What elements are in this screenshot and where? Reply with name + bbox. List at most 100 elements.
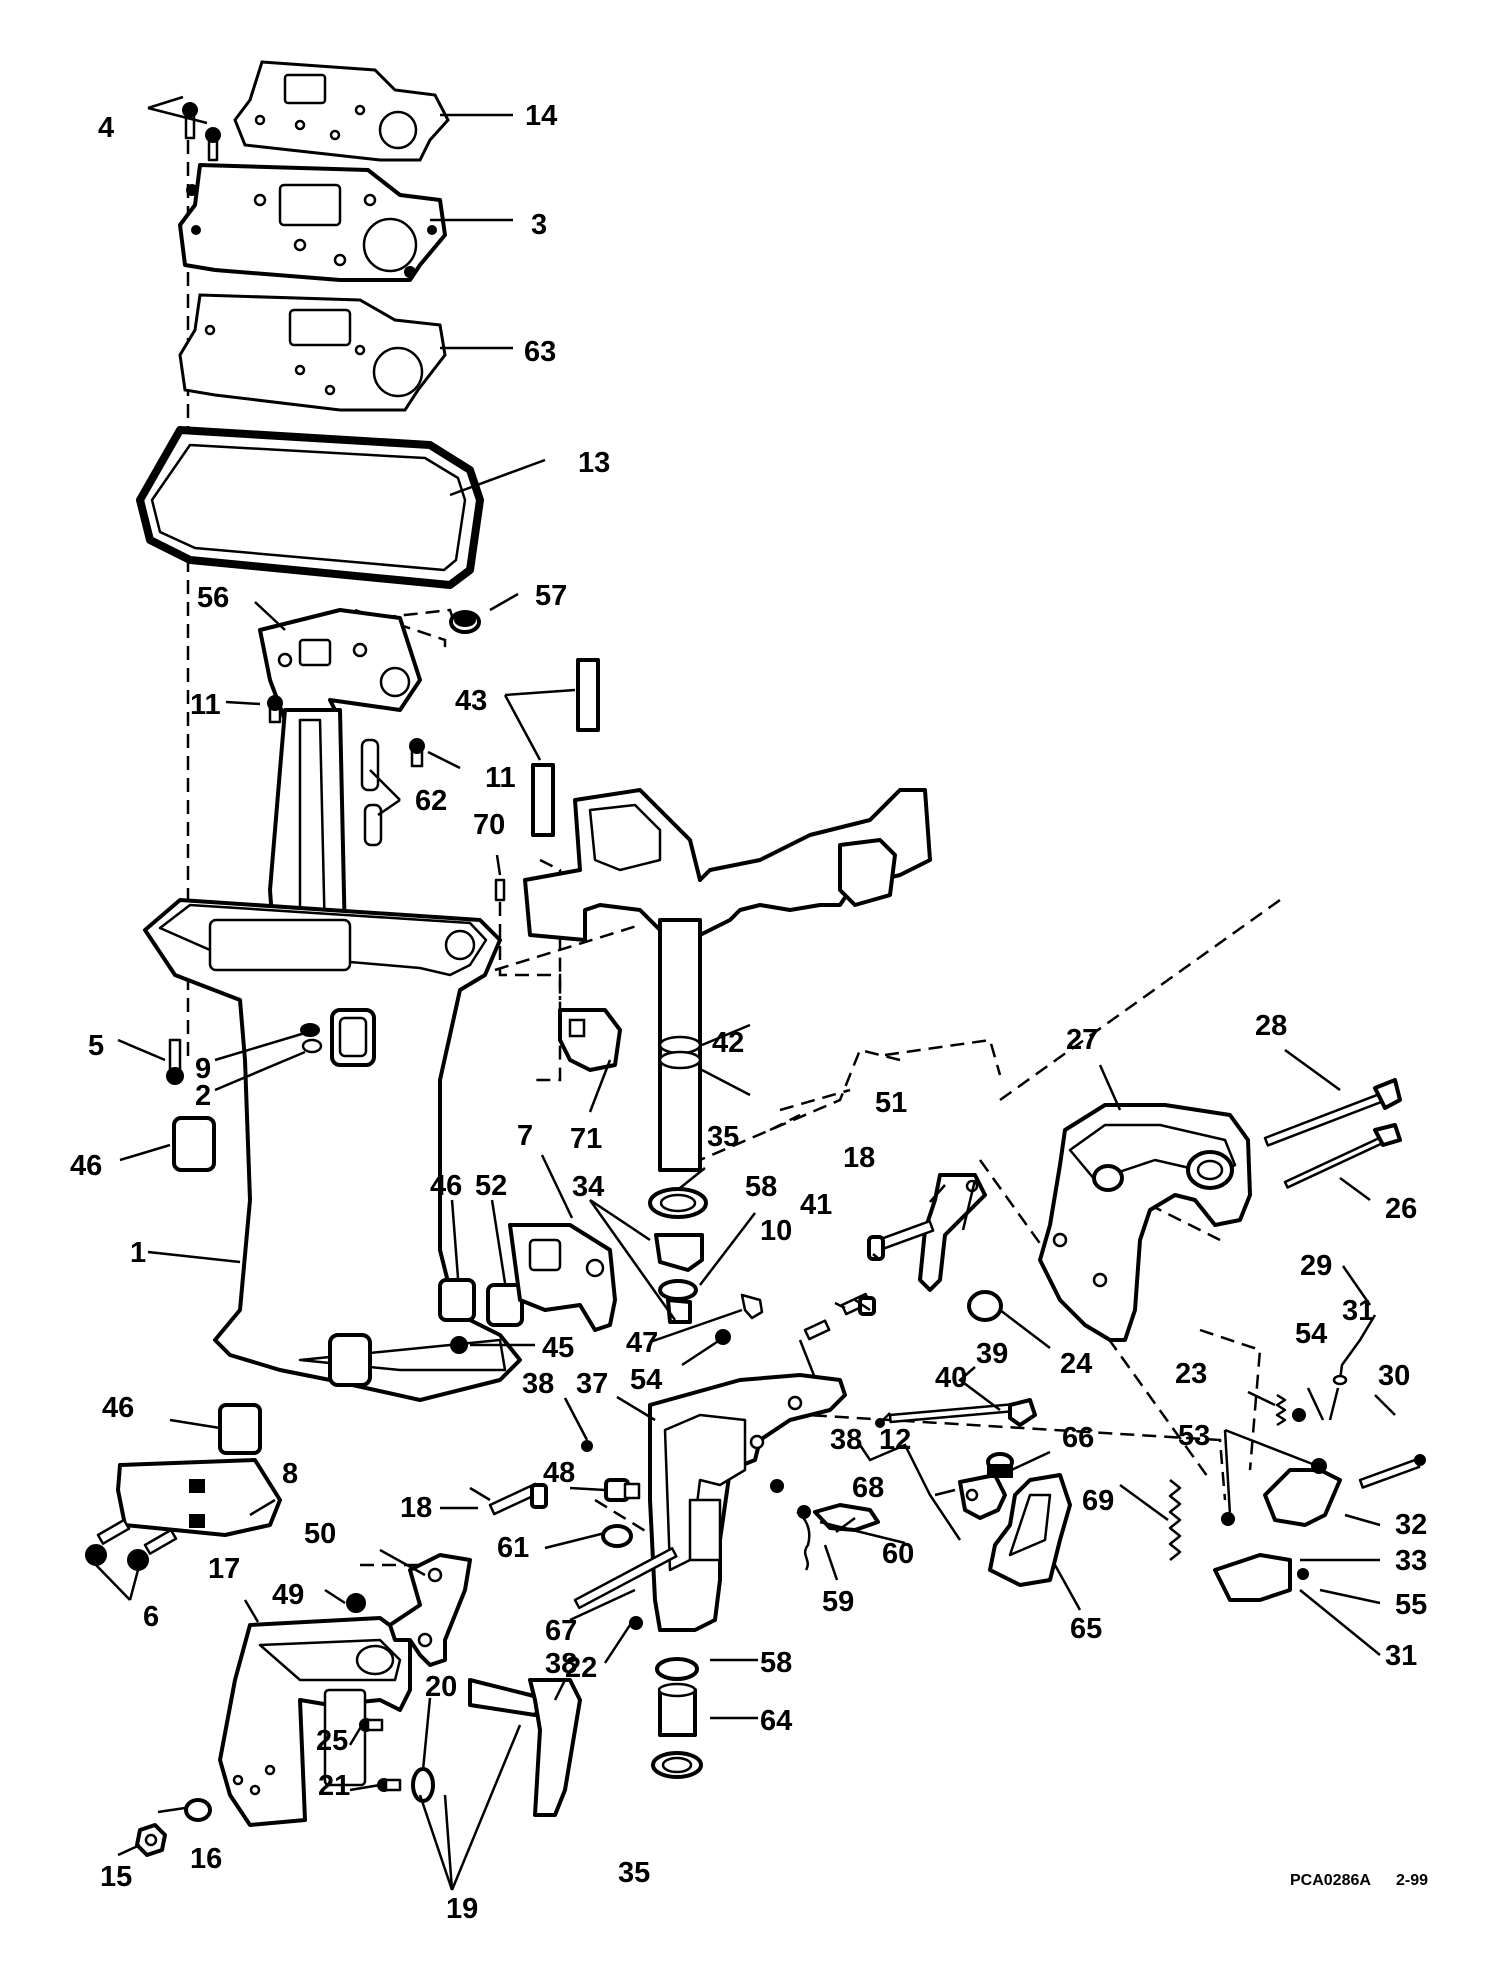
lever-68-spring-59: [796, 1503, 880, 1571]
screws-11: [267, 695, 425, 768]
callout-51: 51: [875, 1087, 907, 1119]
bolt-28: [1263, 1078, 1402, 1147]
callout-8: 8: [282, 1458, 298, 1490]
rod-26: [1283, 1123, 1402, 1189]
callout-68: 68: [852, 1472, 884, 1504]
callout-55: 55: [1395, 1589, 1427, 1621]
callout-11a: 11: [190, 689, 221, 721]
callout-31a: 31: [1342, 1295, 1374, 1327]
screws-38: [581, 1440, 784, 1630]
callout-27: 27: [1066, 1024, 1098, 1056]
callout-10: 10: [760, 1215, 792, 1247]
callout-41: 41: [800, 1189, 832, 1221]
screws-4: [182, 102, 221, 162]
callout-48: 48: [543, 1457, 575, 1489]
callout-31b: 31: [1385, 1640, 1417, 1672]
callout-50: 50: [304, 1518, 336, 1550]
screws-6: [85, 1518, 178, 1571]
callout-60: 60: [882, 1538, 914, 1570]
callout-16: 16: [190, 1843, 222, 1875]
callout-1: 1: [130, 1237, 146, 1269]
nuts-49-54-47: [346, 1293, 764, 1613]
lower-mount-7: [508, 1223, 617, 1332]
callout-11b: 11: [485, 762, 516, 794]
figure-date-text: 2-99: [1396, 1872, 1428, 1889]
gasket-63: [178, 293, 447, 412]
rod-39: [875, 1398, 1037, 1428]
callout-33: 33: [1395, 1545, 1427, 1577]
driveshaft-housing-1: [143, 898, 522, 1402]
callout-46c: 46: [102, 1392, 134, 1424]
callout-25: 25: [316, 1725, 348, 1757]
mount-cover-8: [116, 1458, 282, 1537]
callout-labels: 4 14 3 63 13 56 57 11 11 43 62 70 5 9 2 …: [70, 100, 1427, 1925]
callout-29: 29: [1300, 1250, 1332, 1282]
callout-24: 24: [1060, 1348, 1092, 1380]
callout-54a: 54: [630, 1364, 662, 1396]
callout-67: 67: [545, 1615, 577, 1647]
callout-49: 49: [272, 1579, 304, 1611]
bushings-upper: [648, 1187, 708, 1324]
pin-67: [573, 1547, 678, 1610]
callout-53: 53: [1178, 1420, 1210, 1452]
callout-38a: 38: [522, 1368, 554, 1400]
spring-69: [1168, 1479, 1182, 1561]
callout-22: 22: [565, 1652, 597, 1684]
callout-26: 26: [1385, 1193, 1417, 1225]
callout-34: 34: [572, 1171, 604, 1203]
callout-35b: 35: [618, 1857, 650, 1889]
callout-37: 37: [576, 1368, 608, 1400]
callout-61: 61: [497, 1532, 529, 1564]
screw-5: [166, 1038, 184, 1085]
callout-35a: 35: [707, 1121, 739, 1153]
gasket-14: [233, 60, 450, 162]
dowel-pins-62: [360, 738, 383, 847]
callout-62: 62: [415, 785, 447, 817]
spring-23: [1275, 1393, 1306, 1427]
callout-66: 66: [1062, 1422, 1094, 1454]
callout-59: 59: [822, 1586, 854, 1618]
clip-70: [494, 878, 506, 902]
callout-20: 20: [425, 1671, 457, 1703]
callout-21: 21: [318, 1770, 350, 1802]
link-rod-29: [1332, 1314, 1377, 1386]
nut-15-washer-16: [135, 1798, 212, 1857]
liners-43: [531, 658, 600, 837]
steering-arm-42: [523, 788, 932, 1172]
callout-6: 6: [143, 1601, 159, 1633]
callout-28: 28: [1255, 1010, 1287, 1042]
callout-19: 19: [446, 1893, 478, 1925]
screws-20-21-25: [359, 1718, 435, 1803]
bushing-24: [967, 1290, 1003, 1322]
callout-71: 71: [570, 1123, 602, 1155]
grommet-57: [449, 610, 481, 634]
callout-18b: 18: [400, 1492, 432, 1524]
callout-14: 14: [525, 100, 557, 132]
callout-70: 70: [473, 809, 505, 841]
callout-40: 40: [935, 1362, 967, 1394]
callout-46a: 46: [70, 1150, 102, 1182]
callout-63: 63: [524, 336, 556, 368]
lever-50: [388, 1553, 472, 1667]
callout-23: 23: [1175, 1358, 1207, 1390]
exhaust-housing-56: [258, 608, 422, 962]
callout-32: 32: [1395, 1509, 1427, 1541]
callout-47: 47: [626, 1327, 658, 1359]
bushings-lower: [651, 1657, 703, 1779]
washer-61: [601, 1524, 633, 1548]
mounts-46-52-45: [172, 1116, 524, 1455]
callout-57: 57: [535, 580, 567, 612]
bolts-18-48-41-10: [488, 1219, 935, 1516]
callout-15: 15: [100, 1861, 132, 1893]
callout-12: 12: [879, 1424, 911, 1456]
bracket-33: [1213, 1512, 1309, 1602]
callout-38b: 38: [830, 1424, 862, 1456]
callout-18a: 18: [843, 1142, 875, 1174]
callout-2: 2: [195, 1080, 211, 1112]
grommet-2-9: [300, 1008, 376, 1067]
bracket-65: [988, 1473, 1072, 1587]
callout-58b: 58: [760, 1647, 792, 1679]
callout-42: 42: [712, 1027, 744, 1059]
